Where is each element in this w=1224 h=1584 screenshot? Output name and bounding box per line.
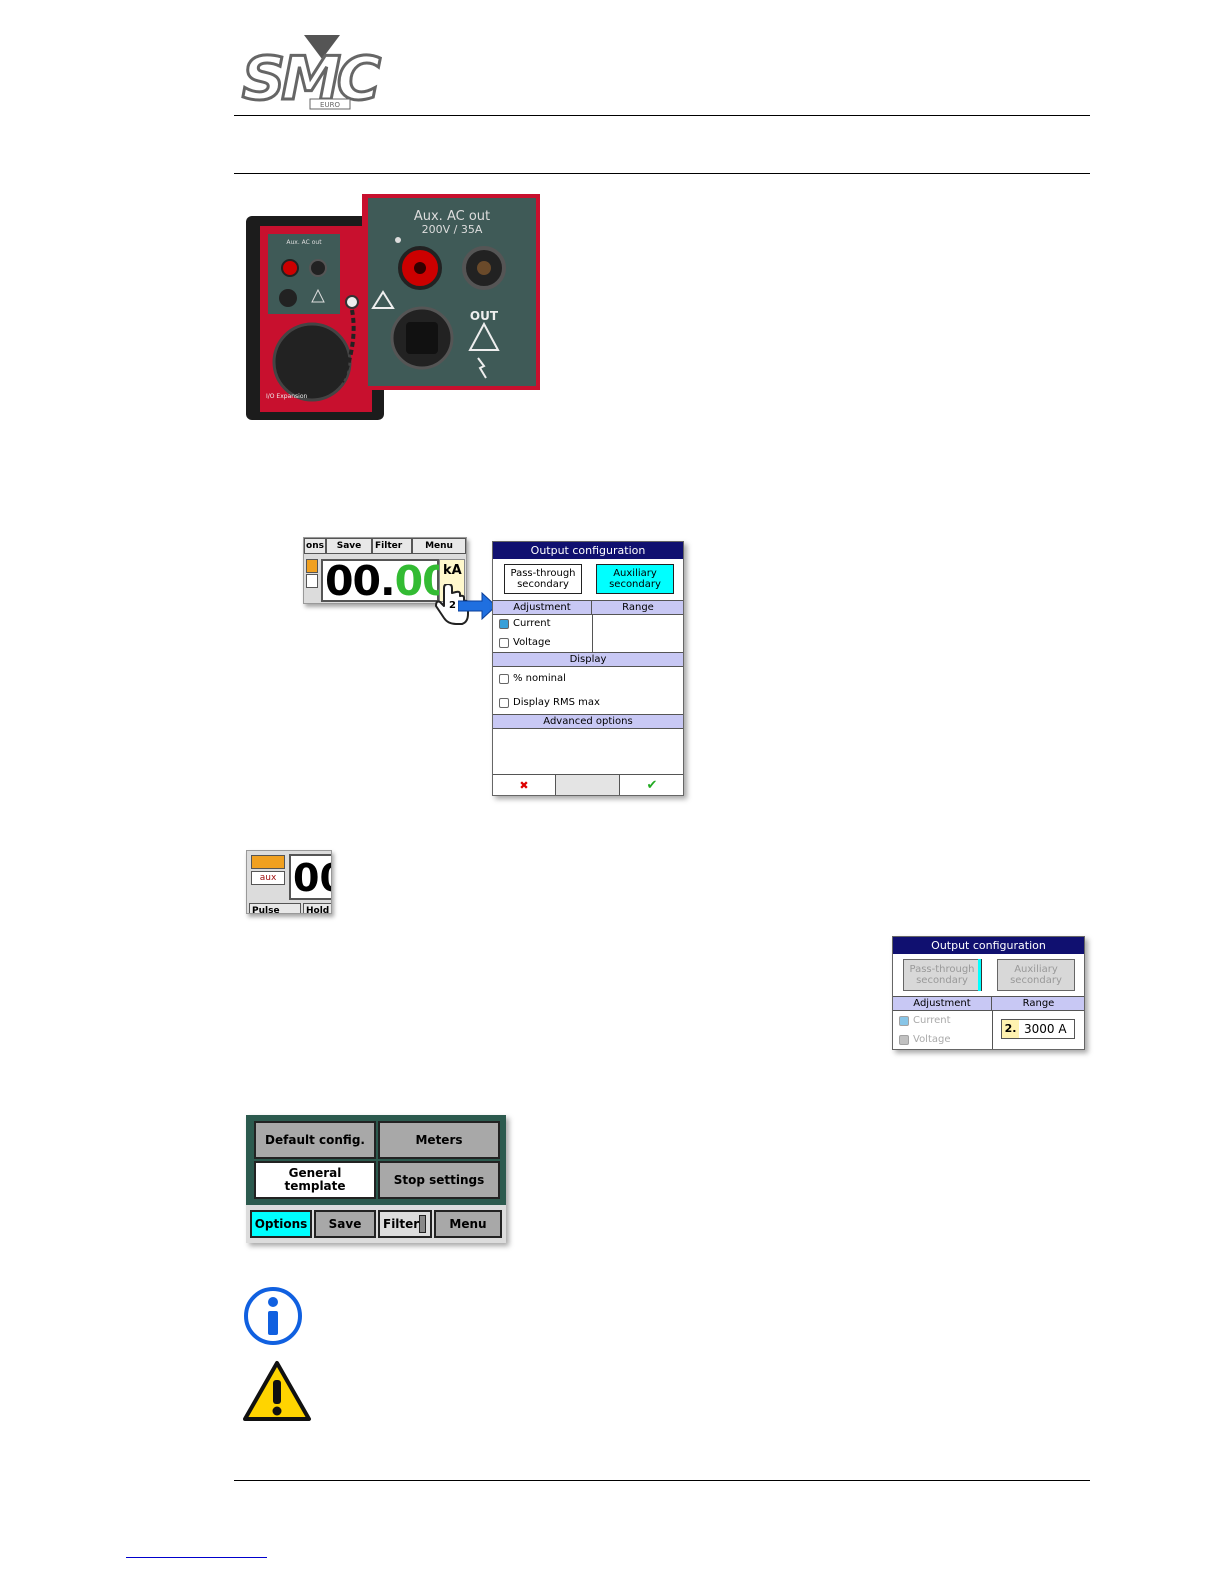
aux-orange-indicator: [251, 855, 285, 869]
panel-label: Aux. AC out: [414, 209, 490, 224]
tab-options[interactable]: ons: [304, 538, 326, 554]
aux-indicator-screen: aux 00 Pulse Hold: [246, 850, 332, 914]
cursor-badge: 2: [449, 600, 456, 611]
dialog-footer: ✖ ✔: [493, 774, 683, 795]
meters-button[interactable]: Meters: [378, 1121, 500, 1159]
ok-check-icon[interactable]: ✔: [646, 778, 658, 793]
column-divider: [592, 615, 593, 653]
rms-max-checkbox[interactable]: [499, 698, 509, 708]
auxiliary-secondary-button-disabled[interactable]: Auxiliary secondary: [997, 959, 1075, 991]
stop-settings-button[interactable]: Stop settings: [378, 1161, 500, 1199]
selection-marker: [978, 959, 982, 991]
footer-rule: [234, 1480, 1090, 1481]
info-icon: [242, 1285, 304, 1347]
auxiliary-secondary-button[interactable]: Auxiliary secondary: [596, 564, 674, 594]
filter-toggle: [419, 1215, 426, 1233]
smc-logo: SMC EURO: [240, 33, 405, 116]
footer-middle: [556, 775, 620, 795]
tab-menu[interactable]: Menu: [434, 1210, 502, 1238]
svg-text:Aux. AC out: Aux. AC out: [286, 239, 322, 246]
header-rule-top: [234, 115, 1090, 116]
passthrough-secondary-button[interactable]: Pass-through secondary: [504, 564, 582, 594]
tab-filter[interactable]: Filter: [372, 538, 412, 554]
footer-link-underline[interactable]: [126, 1557, 267, 1558]
panel-rating: 200V / 35A: [422, 223, 483, 236]
aux-reading: 00: [293, 856, 331, 900]
screen-tab-row: ons Save Filter Menu: [304, 538, 466, 554]
voltage-checkbox[interactable]: [499, 638, 509, 648]
range-column-header: Range: [622, 602, 654, 613]
tab-save[interactable]: Save: [314, 1210, 376, 1238]
reading-screen: ons Save Filter Menu 00.00 kA: [303, 537, 467, 604]
aux-label: aux: [251, 871, 285, 885]
rms-max-label: Display RMS max: [513, 697, 600, 708]
cancel-icon[interactable]: ✖: [493, 775, 556, 795]
reading-whole: 00.: [325, 557, 396, 604]
status-indicator-white: [306, 574, 318, 588]
tab-save[interactable]: Save: [326, 538, 372, 554]
range-index: 2.: [1002, 1020, 1019, 1038]
tab-filter-label: Filter: [383, 1216, 420, 1231]
small-current-label: Current: [913, 1015, 951, 1026]
general-template-button[interactable]: General template: [254, 1161, 376, 1199]
voltage-label: Voltage: [513, 637, 551, 648]
current-checkbox[interactable]: [499, 619, 509, 629]
range-selector[interactable]: 2. 3000 A: [1001, 1019, 1075, 1039]
dialog-title: Output configuration: [493, 542, 683, 559]
small-adjustment-range-header: Adjustment Range: [893, 996, 1084, 1011]
tab-options-active[interactable]: Options: [250, 1210, 312, 1238]
passthrough-secondary-button-disabled[interactable]: Pass-through secondary: [903, 959, 981, 991]
warning-icon: [242, 1360, 312, 1422]
default-config-button[interactable]: Default config.: [254, 1121, 376, 1159]
device-photo: Aux. AC out I/O Expansion Aux. AC out 20…: [246, 192, 542, 422]
logo-text: SMC: [242, 44, 381, 111]
logo-subtext: EURO: [320, 101, 340, 109]
tab-pulse[interactable]: Pulse: [249, 903, 301, 913]
aux-reading-box: 00: [289, 854, 331, 900]
small-voltage-checkbox[interactable]: [899, 1035, 909, 1045]
output-config-dialog-small: Output configuration Pass-through second…: [892, 936, 1085, 1050]
advanced-options-header[interactable]: Advanced options: [493, 714, 683, 729]
tab-filter[interactable]: Filter: [378, 1210, 432, 1238]
status-indicator-orange: [306, 559, 318, 573]
options-menu-screen: Default config. Meters General template …: [246, 1115, 506, 1243]
tab-menu[interactable]: Menu: [412, 538, 466, 554]
nominal-checkbox[interactable]: [499, 674, 509, 684]
adjustment-range-header: Adjustment Range: [493, 600, 683, 615]
menu-bottom-bar: Options Save Filter Menu: [246, 1205, 506, 1243]
current-label: Current: [513, 618, 551, 629]
small-column-divider: [992, 1011, 993, 1049]
display-section-header: Display: [493, 652, 683, 667]
header-rule-bottom: [234, 173, 1090, 174]
unit-label: kA: [443, 563, 462, 578]
tab-hold[interactable]: Hold: [303, 903, 331, 913]
reading-value: 00.00: [325, 557, 451, 604]
nominal-label: % nominal: [513, 673, 566, 684]
adjustment-column-header: Adjustment: [493, 601, 592, 614]
small-adjustment-column-header: Adjustment: [893, 997, 992, 1010]
out-label: OUT: [470, 309, 499, 323]
small-voltage-label: Voltage: [913, 1034, 951, 1045]
small-range-column-header: Range: [1022, 998, 1055, 1009]
range-value: 3000 A: [1024, 1022, 1067, 1036]
arrow-right-icon: [457, 591, 498, 621]
dialog-small-title: Output configuration: [893, 937, 1084, 954]
expansion-label: I/O Expansion: [266, 393, 308, 400]
output-config-dialog: Output configuration Pass-through second…: [492, 541, 684, 796]
small-current-checkbox[interactable]: [899, 1016, 909, 1026]
reading-display[interactable]: 00.00: [321, 558, 451, 603]
